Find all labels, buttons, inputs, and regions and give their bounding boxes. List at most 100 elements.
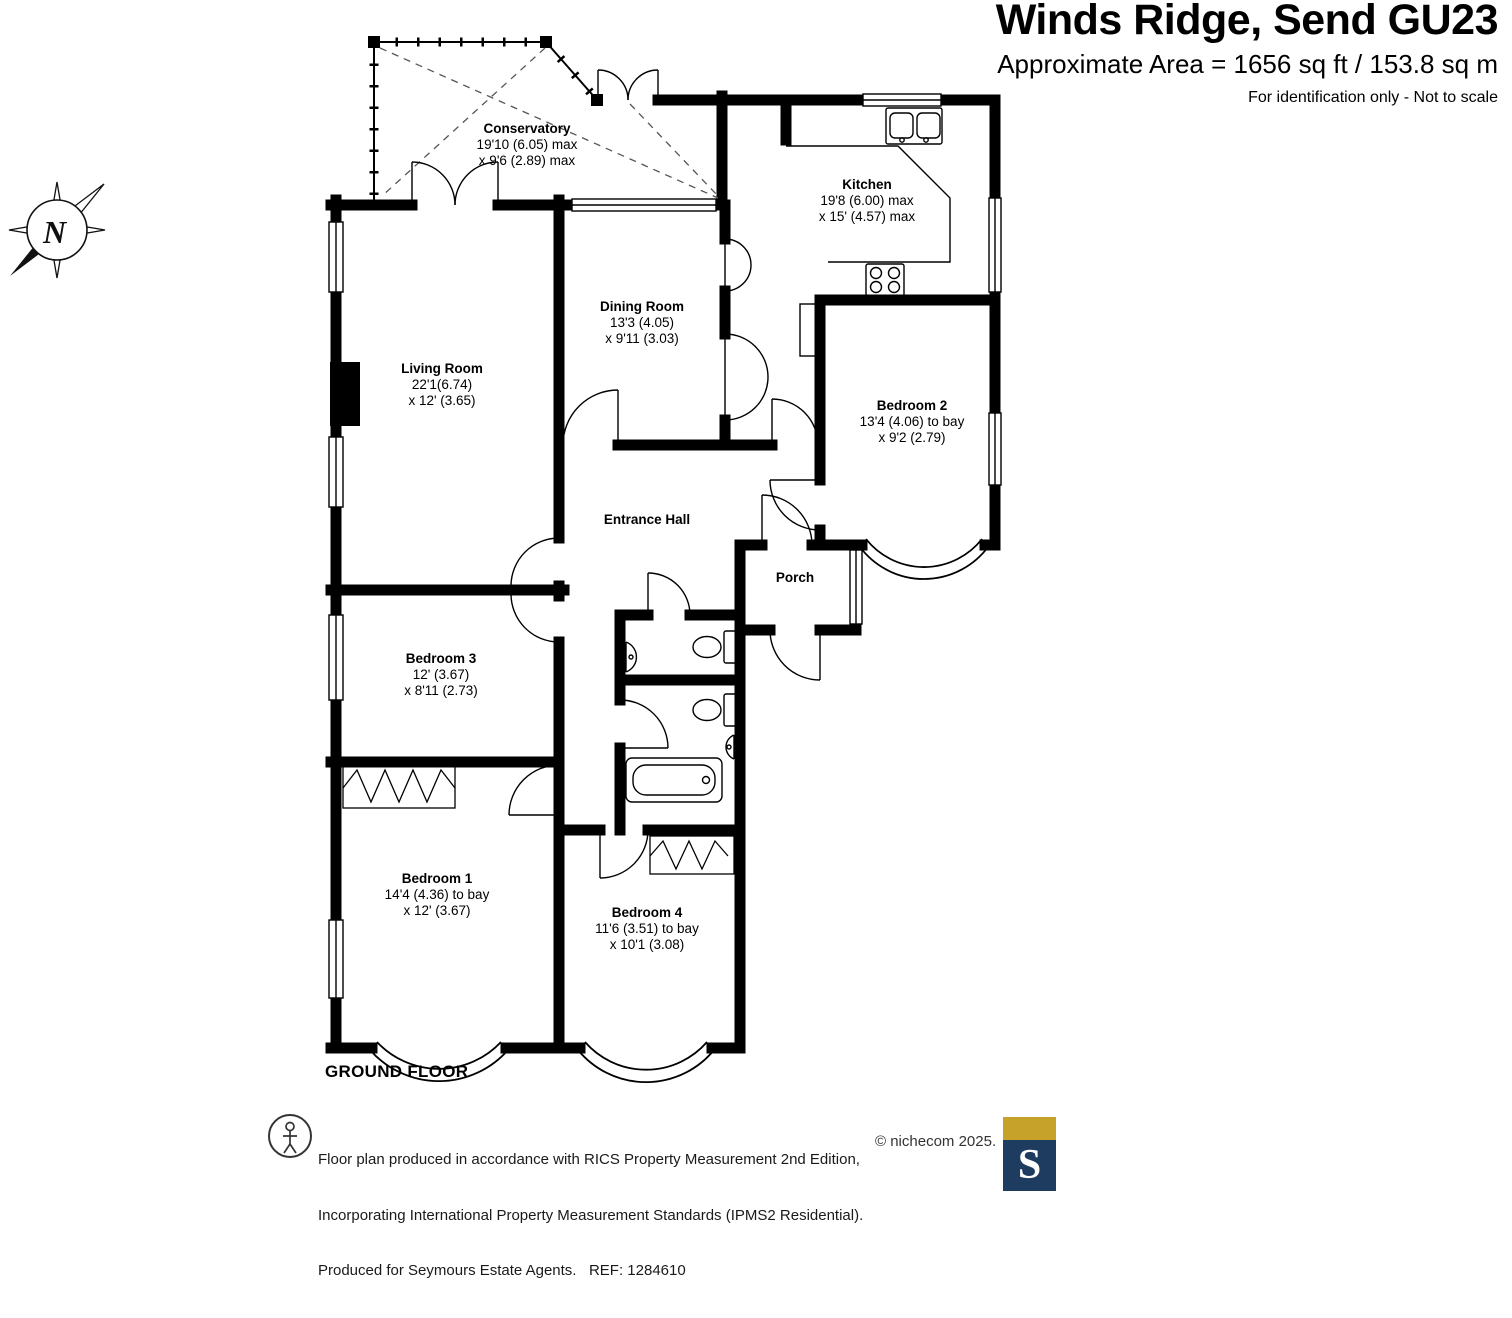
compass-north-letter: N [42,214,68,250]
door-dining [562,389,619,446]
room-label-entrance-hall: Entrance Hall [601,512,693,528]
room-dim: 14'4 (4.36) to bay [384,887,490,902]
foot-line-3: Produced for Seymours Estate Agents. REF… [318,1262,686,1279]
kitchen-counter [786,145,951,263]
room-label-living-room: Living Room 22'1(6.74) x 12' (3.65) [401,361,483,409]
room-dim: x 9'2 (2.79) [878,430,946,445]
wardrobes [342,765,735,875]
property-title: Winds Ridge, Send GU23 [995,0,1499,44]
title-block: Winds Ridge, Send GU23 Approximate Area … [995,0,1499,107]
copyright-text: © nichecom 2025. [875,1133,997,1150]
basin-icon-wc [625,641,638,673]
bay-window-bedroom4 [577,1041,715,1084]
window-porch [849,549,863,625]
room-label-bedroom4: Bedroom 4 11'6 (3.51) to bay x 10'1 (3.0… [595,905,699,953]
room-name: Kitchen [842,177,892,192]
room-dim: 22'1(6.74) [411,377,473,392]
approximate-area: Approximate Area = 1656 sq ft / 153.8 sq… [997,49,1498,79]
bathroom-fixtures [625,630,738,803]
room-dim: 13'3 (4.05) [609,315,675,330]
door-bedroom1 [508,764,560,816]
room-dim: 12' (3.67) [412,667,470,682]
footer-line-1: Floor plan produced in accordance with R… [318,1151,860,1168]
french-doors-conservatory-garden [597,69,659,101]
room-label-bedroom2: Bedroom 2 13'4 (4.06) to bay x 9'2 (2.79… [860,398,965,446]
room-label-kitchen: Kitchen 19'8 (6.00) max x 15' (4.57) max [819,177,915,225]
window-bedroom3 [328,614,344,701]
room-name: Living Room [401,361,483,376]
window-bedroom2-side [988,412,1002,486]
room-name: Bedroom 3 [405,651,477,666]
agent-logo-navy-block [1003,1140,1056,1191]
footer-line-2: Incorporating International Property Mea… [318,1206,864,1224]
toilet-icon-bathroom [692,693,738,727]
kitchen-fixtures [786,107,951,357]
door-bedroom4 [599,829,649,879]
wardrobe-icon-bedroom1 [342,765,456,809]
french-doors-living-to-conservatory [411,161,499,206]
room-label-porch: Porch [776,570,814,586]
room-dim: 19'8 (6.00) max [820,193,914,208]
floor-label: GROUND FLOOR [325,1062,469,1081]
windows [328,93,1002,999]
room-dim: x 10'1 (3.08) [609,937,685,952]
door-kitchen [771,398,819,446]
room-name: Bedroom 4 [611,905,683,920]
room-dim: x 9'11 (3.03) [605,331,679,346]
room-dim: x 12' (3.65) [408,393,476,408]
sink-icon [885,107,943,145]
bay-window-bedroom1 [369,1041,509,1083]
door-bathroom [619,699,669,749]
toilet-icon-wc [692,630,738,664]
door-bedroom2 [769,479,821,531]
hob-icon [865,263,905,297]
basin-icon-bathroom [725,734,735,760]
room-dim: x 9'6 (2.89) max [478,153,576,168]
agent-logo-gold-band [1003,1117,1056,1140]
wardrobe-icon-bedroom4 [649,835,735,875]
room-label-bedroom3: Bedroom 3 12' (3.67) x 8'11 (2.73) [404,651,478,699]
floor-plan-drawing: N [8,36,1002,1158]
compass-rose: N [8,181,106,279]
tall-unit [799,303,819,357]
room-name: Conservatory [483,121,571,136]
window-kitchen-side [988,197,1002,293]
window-bedroom1 [328,919,344,999]
room-name: Entrance Hall [603,512,691,527]
window-living-1 [328,221,344,293]
window-living-2 [328,436,344,508]
room-label-dining-room: Dining Room 13'3 (4.05) x 9'11 (3.03) [600,299,684,347]
door-bedroom3 [510,593,560,643]
conservatory-glass-walls [368,36,603,203]
disclaimer: For identification only - Not to scale [1248,89,1498,106]
rics-person-icon [268,1114,312,1158]
walls [325,90,1001,1054]
room-name: Bedroom 1 [401,871,473,886]
room-dim: 11'6 (3.51) to bay [595,921,699,936]
room-dim: 13'4 (4.06) to bay [859,414,965,429]
bay-window-bedroom2 [859,538,989,580]
agent-logo: S [1003,1117,1056,1191]
footer-disclaimer: Floor plan produced in accordance with R… [318,1114,863,1318]
room-dim: 19'10 (6.05) max [476,137,578,152]
bath-icon [625,757,723,803]
room-dim: x 15' (4.57) max [818,209,916,224]
room-name: Porch [775,570,815,585]
room-name: Dining Room [600,299,684,314]
room-label-bedroom1: Bedroom 1 14'4 (4.36) to bay x 12' (3.67… [385,871,490,919]
conservatory-roof-dashed-lines [379,47,719,199]
door-wc [647,572,691,616]
floorplan-page: N Winds Ridge, Send GU23 Approximate Are… [8,0,1499,1279]
doors [411,69,821,879]
room-dim: x 8'11 (2.73) [404,683,478,698]
door-living [510,537,560,587]
fireplace-chimney-breast [330,362,360,426]
front-door [761,494,813,546]
room-label-conservatory: Conservatory 19'10 (6.05) max x 9'6 (2.8… [477,121,578,169]
bay-windows [369,538,989,1084]
room-name: Bedroom 2 [876,398,948,413]
porch-outer-door [769,629,821,681]
window-dining-to-conservatory [571,198,717,212]
room-dim: x 12' (3.67) [403,903,471,918]
agent-logo-letter: S [1017,1142,1042,1188]
